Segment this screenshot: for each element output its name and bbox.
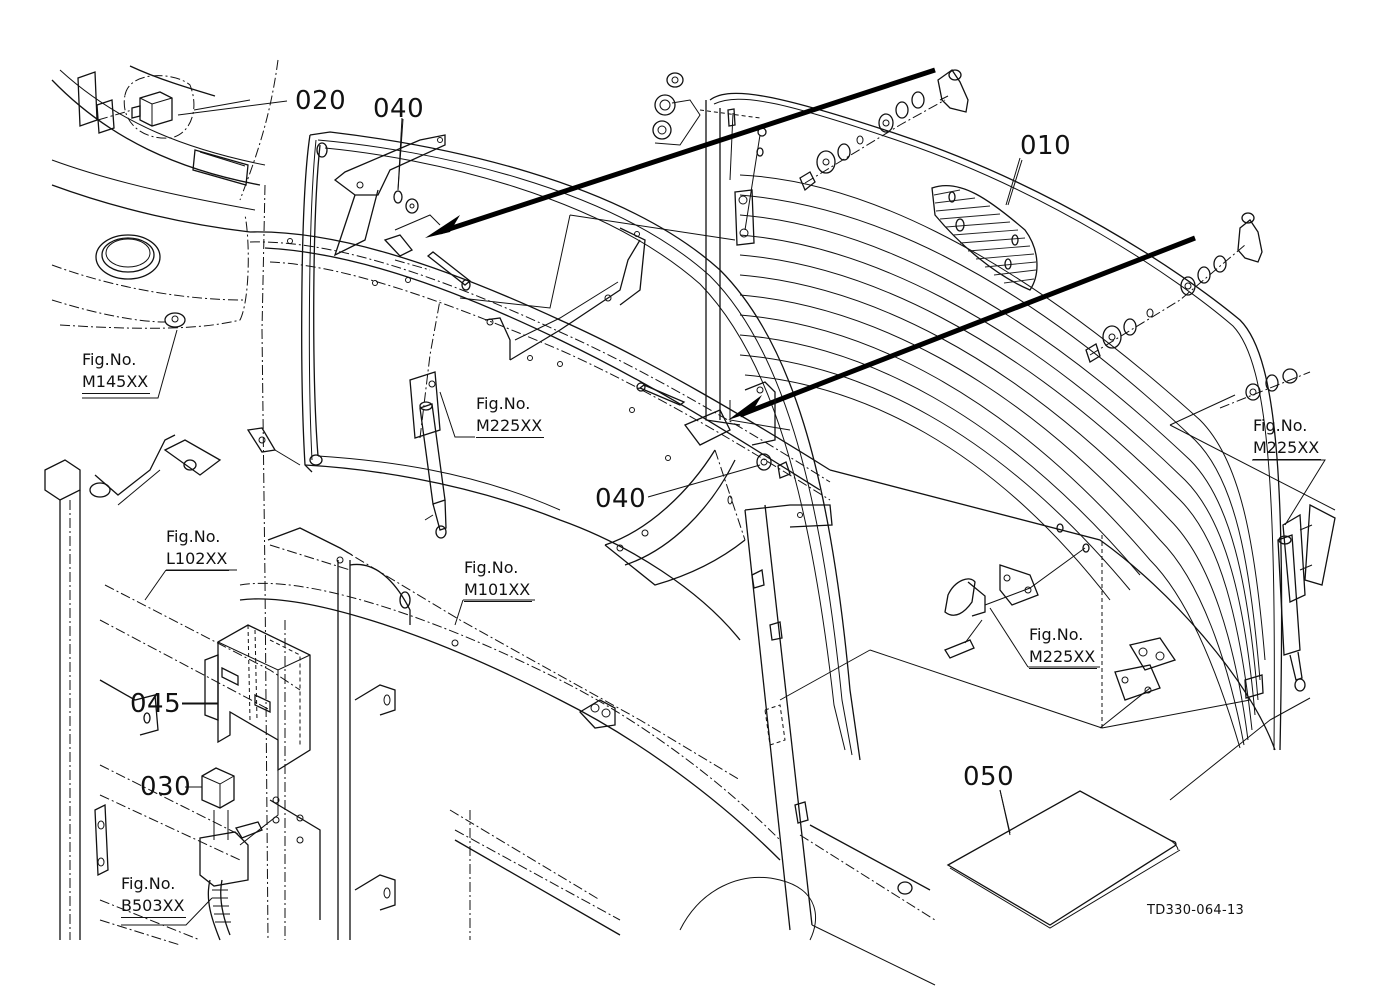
fig-ref-prefix: Fig.No. — [476, 394, 531, 413]
pillar-center-right — [744, 504, 936, 986]
part-label-040-lower: 040 — [595, 484, 647, 514]
part-label-045: 045 — [130, 689, 182, 719]
side-panel-curve — [604, 449, 746, 586]
fig-ref-l102xx: Fig.No. L102XX — [166, 526, 230, 571]
document-id: TD330-064-13 — [1147, 903, 1245, 918]
fig-ref-code: M225XX — [476, 415, 545, 438]
bracket-small-left — [246, 427, 301, 466]
gas-strut-left — [409, 299, 447, 539]
fig-ref-code: M225XX — [1029, 646, 1098, 669]
fastener-row-lower — [1085, 212, 1263, 363]
hinge-bracket-lower — [636, 381, 791, 479]
relay-cover — [182, 624, 311, 772]
part-label-050: 050 — [963, 762, 1015, 792]
fig-ref-prefix: Fig.No. — [1253, 416, 1308, 435]
fig-ref-code: M225XX — [1253, 437, 1322, 460]
relay — [185, 760, 321, 941]
sheet-part — [946, 789, 1181, 929]
left-frame-structure — [44, 184, 396, 946]
hinge-bracket-upper — [333, 134, 472, 291]
fig-ref-code: L102XX — [166, 548, 230, 571]
assembly-arrows — [425, 67, 1196, 420]
gas-strut-right — [1169, 503, 1336, 801]
part-label-010: 010 — [1020, 131, 1072, 161]
fig-ref-m145xx: Fig.No. M145XX — [82, 349, 151, 394]
fig-ref-code: B503XX — [121, 895, 187, 918]
fig-ref-m101xx: Fig.No. M101XX — [464, 557, 533, 602]
fig-ref-m225xx-latch: Fig.No. M225XX — [1029, 624, 1098, 669]
leader-lines — [82, 100, 1326, 926]
part-label-020: 020 — [295, 86, 347, 116]
arrow-head-lower — [728, 395, 762, 420]
fig-ref-prefix: Fig.No. — [464, 558, 519, 577]
fig-ref-code: M101XX — [464, 579, 533, 602]
rear-crossbar — [239, 527, 936, 941]
fig-ref-b503xx: Fig.No. B503XX — [121, 873, 187, 918]
door-latch — [779, 523, 1251, 729]
roof-console-panel — [51, 59, 279, 329]
center-bracket — [459, 214, 736, 361]
fastener-stack-upper-left — [652, 72, 761, 146]
fig-ref-prefix: Fig.No. — [82, 350, 137, 369]
cross-beam — [249, 231, 831, 501]
part-label-030: 030 — [140, 772, 192, 802]
hatched-plate — [933, 189, 1037, 284]
fig-ref-m225xx-right: Fig.No. M225XX — [1253, 415, 1322, 460]
switch-part — [97, 75, 251, 139]
fig-ref-prefix: Fig.No. — [166, 527, 221, 546]
arrow-head-upper — [425, 215, 460, 238]
fastener-row-upper — [799, 69, 969, 192]
fig-ref-prefix: Fig.No. — [1029, 625, 1084, 644]
window-frame-left — [301, 131, 861, 761]
fig-ref-code: M145XX — [82, 371, 151, 394]
fig-ref-prefix: Fig.No. — [121, 874, 176, 893]
part-label-040-upper: 040 — [373, 94, 425, 124]
fig-ref-m225xx-left: Fig.No. M225XX — [476, 393, 545, 438]
rear-glass — [705, 92, 1283, 751]
fastener-row-right — [1169, 368, 1336, 511]
